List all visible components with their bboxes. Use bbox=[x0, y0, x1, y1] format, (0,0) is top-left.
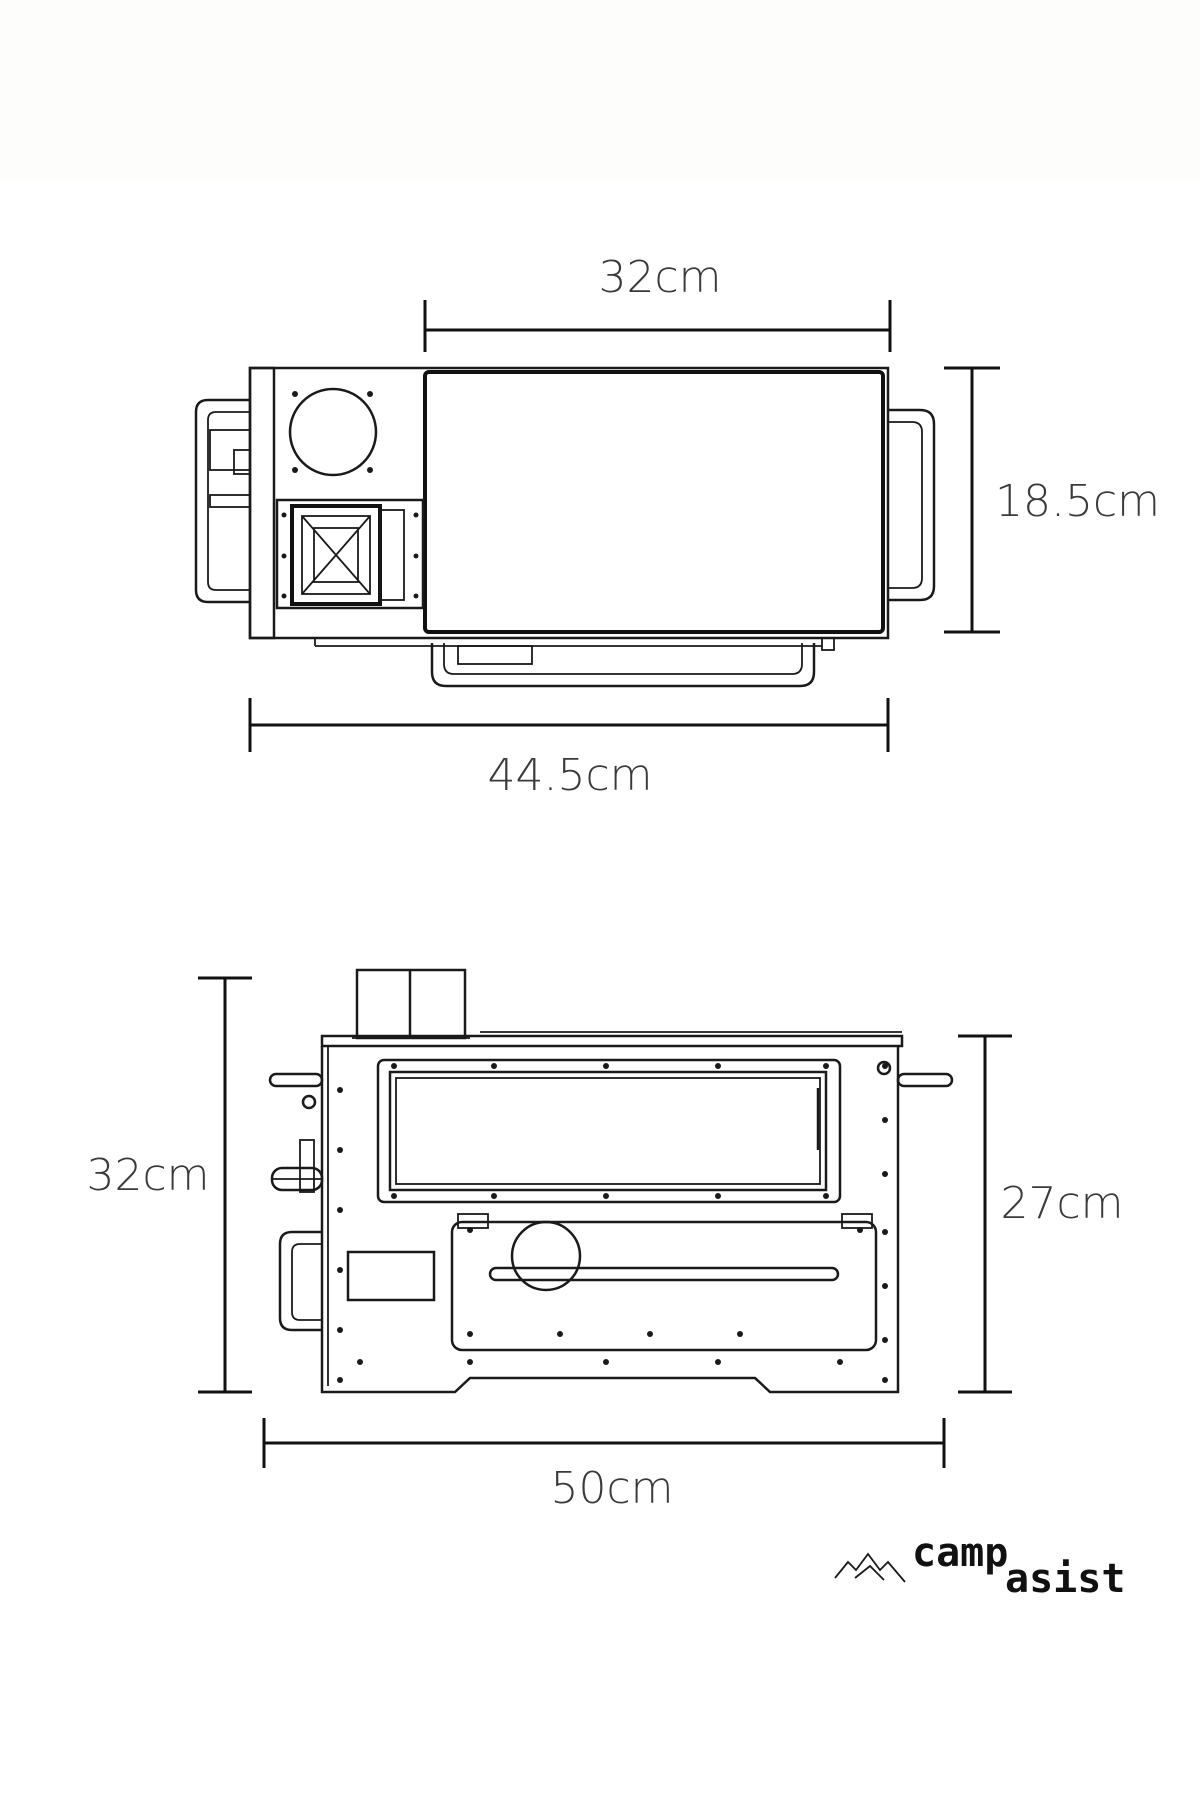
label-side-body-height: 27cm bbox=[1000, 1178, 1123, 1229]
label-top-total-width: 44.5cm bbox=[487, 750, 652, 801]
label-top-width: 32cm bbox=[598, 252, 721, 303]
rivet-dot bbox=[337, 1267, 343, 1273]
side-left-handle bbox=[278, 1230, 322, 1332]
side-top-plate bbox=[320, 1034, 904, 1048]
rivet-dot bbox=[737, 1331, 743, 1337]
rivet-dot bbox=[715, 1359, 721, 1365]
rivet-dot bbox=[823, 1063, 829, 1069]
rivet-dot bbox=[837, 1359, 843, 1365]
burner-box bbox=[275, 498, 425, 610]
rivet-dot bbox=[391, 1063, 397, 1069]
rivet-dot bbox=[647, 1331, 653, 1337]
rivet-dot bbox=[715, 1063, 721, 1069]
rivet-dot bbox=[491, 1063, 497, 1069]
rivet-dot bbox=[357, 1359, 363, 1365]
top-cooking-plate bbox=[423, 370, 885, 634]
rivet-dot bbox=[882, 1283, 888, 1289]
rivet-dot bbox=[882, 1063, 888, 1069]
rivet-dot bbox=[491, 1193, 497, 1199]
label-side-height: 32cm bbox=[86, 1150, 209, 1201]
rivet-dot bbox=[467, 1227, 473, 1233]
rivet-dot bbox=[557, 1331, 563, 1337]
side-fuel-door bbox=[450, 1213, 878, 1352]
dim-line-top-total-width bbox=[248, 698, 890, 752]
logo-word-asist: asist bbox=[1005, 1556, 1125, 1602]
rivet-dot bbox=[391, 1193, 397, 1199]
rivet-dot bbox=[603, 1193, 609, 1199]
side-label-plate bbox=[346, 1250, 436, 1302]
top-left-handle bbox=[194, 398, 250, 604]
rivet-dot bbox=[823, 1193, 829, 1199]
side-chimney bbox=[352, 968, 470, 1040]
side-knob bbox=[270, 1139, 324, 1193]
dim-line-top-depth bbox=[944, 366, 1000, 634]
side-rail-right bbox=[876, 1060, 954, 1088]
rivet-dot bbox=[882, 1229, 888, 1235]
rivet-dot bbox=[337, 1147, 343, 1153]
top-bottom-handle bbox=[430, 643, 816, 688]
chimney-hole-icon bbox=[288, 387, 378, 477]
mountain-icon bbox=[834, 1552, 906, 1583]
rivet-dot bbox=[603, 1063, 609, 1069]
rivet-dot bbox=[882, 1117, 888, 1123]
side-view: 32cm 27cm 50cm bbox=[86, 968, 1124, 1514]
logo-word-camp: camp bbox=[912, 1530, 1008, 1576]
rivet-dot bbox=[715, 1193, 721, 1199]
side-body-outline bbox=[320, 1046, 900, 1394]
side-rail-left bbox=[268, 1072, 324, 1110]
dim-line-side-width bbox=[262, 1418, 946, 1468]
dim-line-side-body-height bbox=[958, 1034, 1012, 1394]
top-right-handle bbox=[888, 408, 936, 602]
campasist-logo: camp asist bbox=[834, 1530, 1125, 1602]
rivet-dot bbox=[337, 1377, 343, 1383]
dim-line-side-height bbox=[198, 976, 252, 1394]
rivet-dot bbox=[337, 1207, 343, 1213]
rivet-dot bbox=[337, 1087, 343, 1093]
header-band bbox=[0, 0, 1200, 180]
side-window bbox=[376, 1058, 842, 1204]
label-top-depth: 18.5cm bbox=[995, 476, 1160, 527]
label-side-width: 50cm bbox=[550, 1463, 673, 1514]
rivet-dot bbox=[882, 1171, 888, 1177]
rivet-dot bbox=[882, 1377, 888, 1383]
rivet-dot bbox=[603, 1359, 609, 1365]
rivet-dot bbox=[467, 1331, 473, 1337]
top-body-outline bbox=[248, 366, 890, 640]
rivet-dot bbox=[467, 1359, 473, 1365]
dim-line-top-width bbox=[423, 300, 892, 352]
rivet-dot bbox=[857, 1227, 863, 1233]
side-rivets bbox=[337, 1063, 888, 1383]
top-view: 32cm 18.5cm 44.5cm bbox=[194, 252, 1160, 801]
rivet-dot bbox=[337, 1327, 343, 1333]
top-left-wall bbox=[248, 366, 276, 640]
rivet-dot bbox=[882, 1337, 888, 1343]
